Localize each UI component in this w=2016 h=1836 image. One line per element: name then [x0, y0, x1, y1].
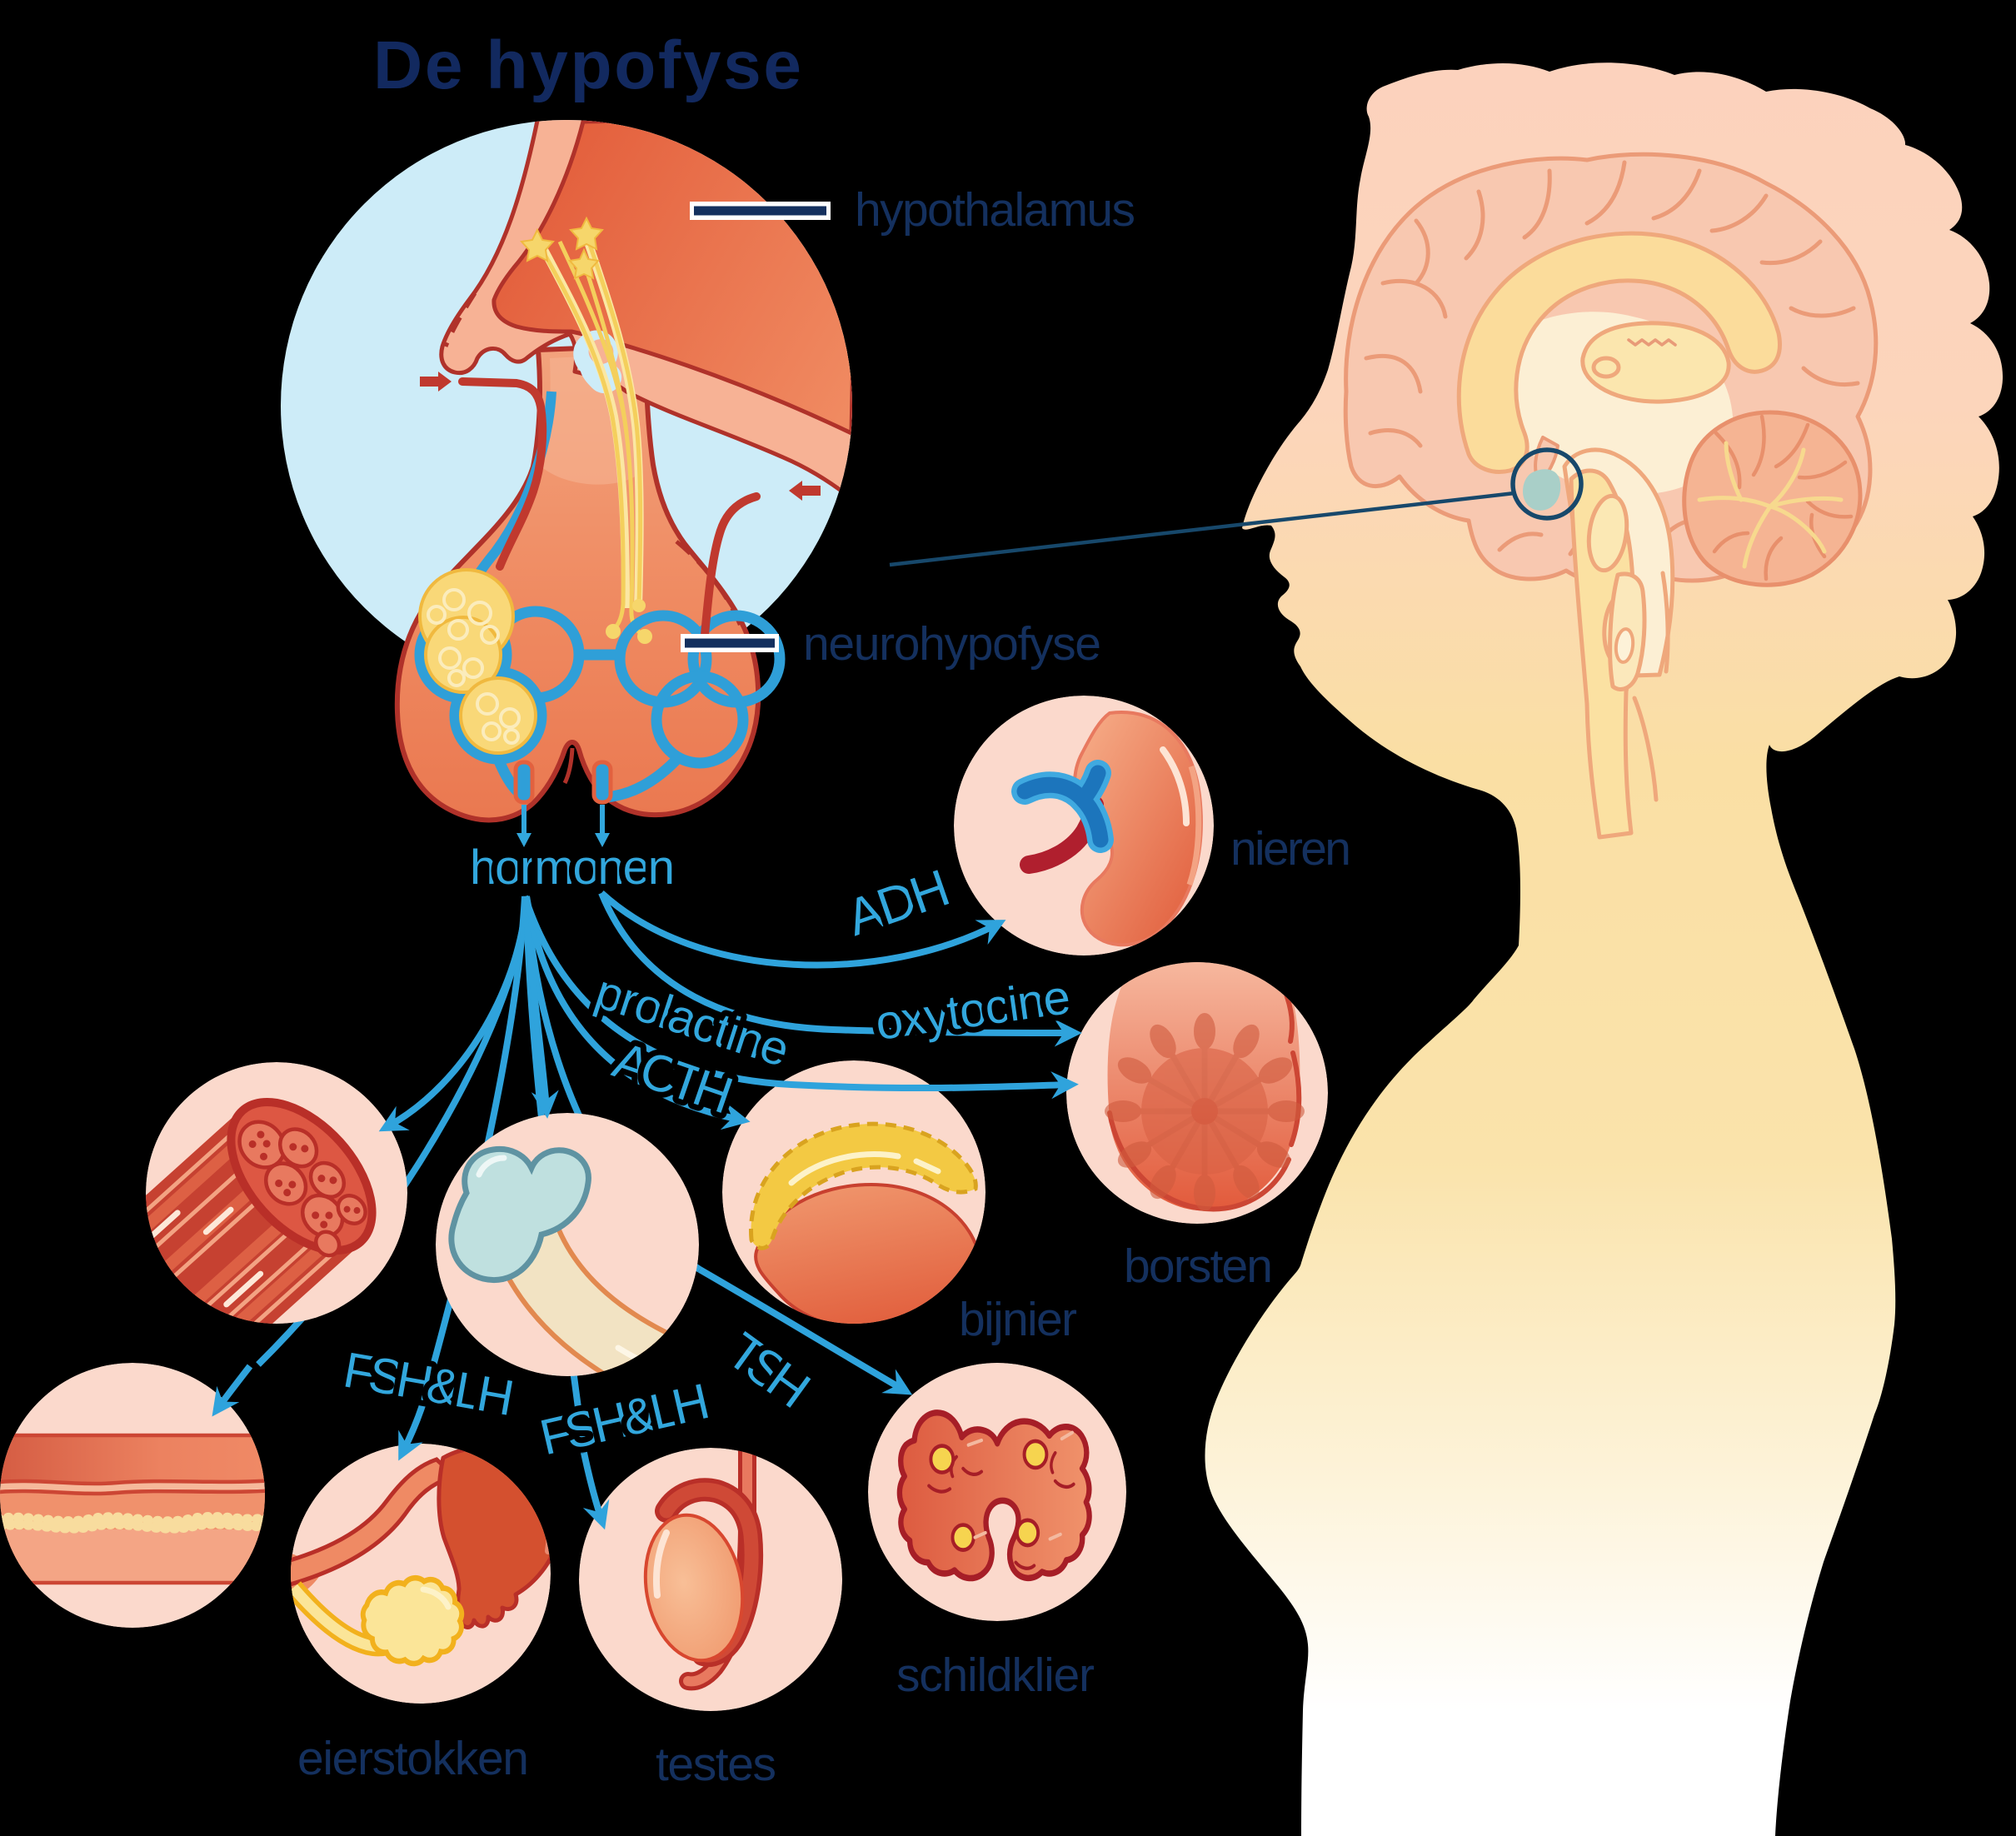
svg-text:neurohypofyse: neurohypofyse: [803, 617, 1101, 671]
svg-text:schildklier: schildklier: [896, 1649, 1095, 1702]
svg-text:hypothalamus: hypothalamus: [855, 183, 1135, 237]
svg-text:nieren: nieren: [1230, 822, 1351, 876]
svg-text:hormonen: hormonen: [470, 841, 675, 895]
svg-text:testes: testes: [656, 1738, 776, 1791]
svg-text:borsten: borsten: [1124, 1240, 1273, 1293]
svg-text:bijnier: bijnier: [959, 1293, 1077, 1346]
svg-text:De hypofyse: De hypofyse: [373, 27, 801, 103]
svg-text:eierstokken: eierstokken: [297, 1732, 529, 1785]
